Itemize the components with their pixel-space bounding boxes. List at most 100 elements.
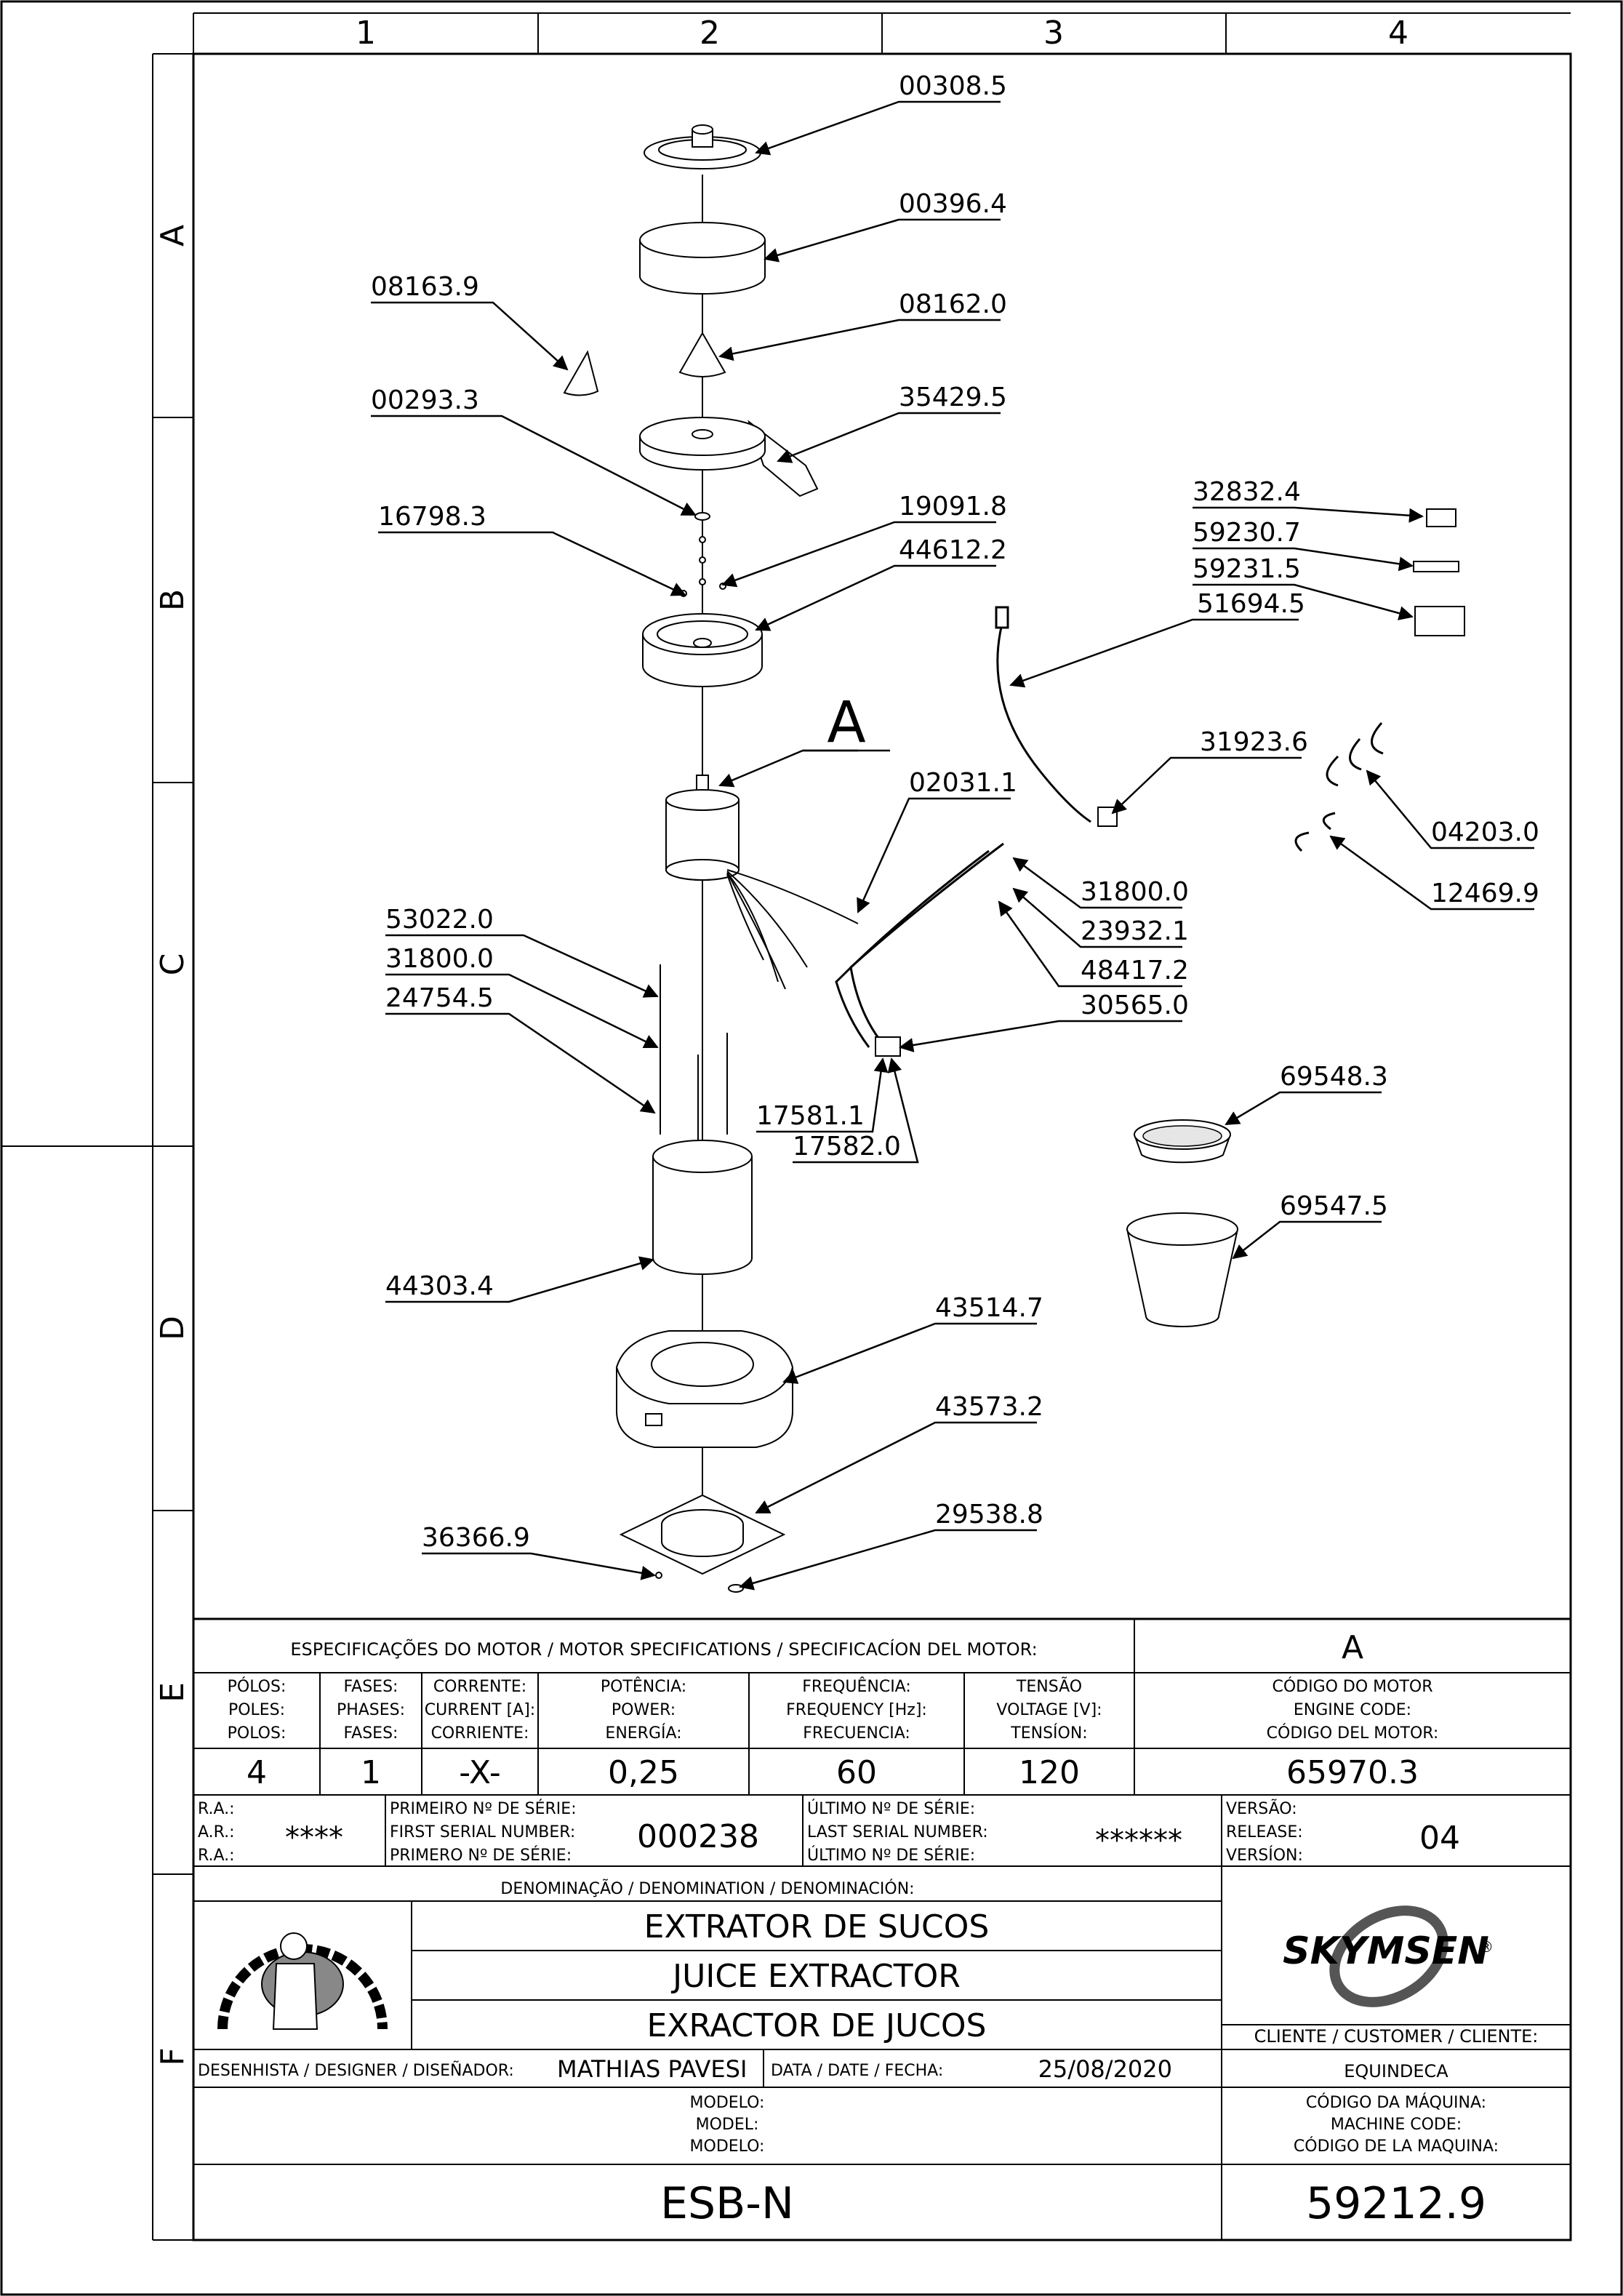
label-part-1 xyxy=(1426,508,1456,527)
model-label-es: MODELO: xyxy=(690,2137,765,2156)
leader-lines xyxy=(371,100,1534,1591)
part-label-14: 31923.6 xyxy=(1200,727,1308,757)
part-label-31: 43573.2 xyxy=(935,1392,1043,1422)
power-cord-part xyxy=(835,606,1091,1048)
poles-label-en: POLES: xyxy=(228,1701,285,1719)
ra-label-pt: R.A.: xyxy=(198,1800,235,1818)
part-label-5: 00293.3 xyxy=(371,385,479,415)
part-label-8: 19091.8 xyxy=(899,492,1007,521)
first-serial-label-en: FIRST SERIAL NUMBER: xyxy=(390,1823,575,1841)
voltage-label-es: TENSÍON: xyxy=(1010,1724,1087,1743)
current-value: -X- xyxy=(459,1754,501,1791)
product-name-es: EXRACTOR DE JUCOS xyxy=(647,2007,987,2044)
date-value: 25/08/2020 xyxy=(1038,2055,1172,2083)
date-label: DATA / DATE / FECHA: xyxy=(771,2062,943,2080)
part-label-17: 02031.1 xyxy=(909,768,1017,798)
part-label-21: 30565.0 xyxy=(1081,991,1189,1020)
current-label-en: CURRENT [A]: xyxy=(425,1701,535,1719)
grid-row-e: E xyxy=(154,1682,191,1703)
ra-value: **** xyxy=(285,1821,343,1855)
part-label-10: 32832.4 xyxy=(1193,477,1301,507)
last-serial-value: ****** xyxy=(1095,1824,1182,1857)
part-label-15: 04203.0 xyxy=(1431,817,1539,847)
grid-row-d: D xyxy=(154,1316,191,1340)
motor-spec-text: ESPECIFICAÇÕES DO MOTOR / MOTOR SPECIFIC… xyxy=(228,1629,1439,1791)
machine-code-value: 59212.9 xyxy=(1306,2178,1486,2229)
machine-code-label-pt: CÓDIGO DA MÁQUINA: xyxy=(1306,2093,1486,2112)
power-label-es: ENERGÍA: xyxy=(605,1724,681,1743)
grid-col-1: 1 xyxy=(356,15,376,52)
clip-set-large xyxy=(1326,722,1384,787)
engine-code-label-pt: CÓDIGO DO MOTOR xyxy=(1272,1677,1432,1696)
grid-row-b: B xyxy=(154,589,191,611)
part-label-11: 59230.7 xyxy=(1193,518,1301,548)
customer-value: EQUINDECA xyxy=(1344,2061,1448,2081)
first-serial-value: 000238 xyxy=(637,1818,759,1855)
frequency-value: 60 xyxy=(836,1754,877,1791)
cord-grommet-part xyxy=(1097,807,1118,827)
part-label-2: 00396.4 xyxy=(899,189,1007,219)
brand-registered-mark: ® xyxy=(1479,1938,1494,1956)
part-label-7: 16798.3 xyxy=(378,502,486,532)
title-block: DENOMINAÇÃO / DENOMINATION / DENOMINACIÓ… xyxy=(193,1866,1571,2240)
part-label-29: 44303.4 xyxy=(385,1271,494,1301)
customer-label: CLIENTE / CUSTOMER / CLIENTE: xyxy=(1254,2026,1539,2047)
product-name-pt: EXTRATOR DE SUCOS xyxy=(644,1908,990,1945)
voltage-label-pt: TENSÃO xyxy=(1016,1676,1082,1696)
last-serial-label-pt: ÚLTIMO Nº DE SÉRIE: xyxy=(807,1799,975,1818)
motor-spec-table xyxy=(193,1617,1571,1796)
clip-set-small xyxy=(1294,812,1336,852)
last-serial-label-en: LAST SERIAL NUMBER: xyxy=(807,1823,988,1841)
version-label-es: VERSÍON: xyxy=(1226,1846,1303,1865)
current-label-pt: CORRENTE: xyxy=(433,1678,526,1696)
voltage-label-en: VOLTAGE [V]: xyxy=(996,1701,1102,1719)
engine-code-label-en: ENGINE CODE: xyxy=(1294,1701,1411,1719)
cup-ring-part xyxy=(639,222,766,295)
lid-part xyxy=(644,124,761,169)
version-label-pt: VERSÃO: xyxy=(1226,1799,1297,1818)
phases-label-es: FASES: xyxy=(344,1724,398,1743)
grid-col-2: 2 xyxy=(700,15,720,52)
product-name-en: JUICE EXTRACTOR xyxy=(670,1958,961,1995)
grid-row-f: F xyxy=(154,2047,191,2065)
label-part-3 xyxy=(1414,606,1465,636)
last-serial-label-es: ÚLTIMO Nº DE SÉRIE: xyxy=(807,1846,975,1865)
wire-rods xyxy=(660,964,728,1142)
ra-label-es: R.A.: xyxy=(198,1847,235,1865)
poles-label-es: POLOS: xyxy=(228,1724,286,1743)
phases-label-en: PHASES: xyxy=(337,1701,405,1719)
base-bottom-part xyxy=(619,1494,786,1575)
serial-row: R.A.: A.R.: R.A.: PRIMEIRO Nº DE SÉRIE: … xyxy=(193,1795,1571,1867)
poles-label-pt: PÓLOS: xyxy=(228,1677,286,1696)
part-label-23: 31800.0 xyxy=(385,944,494,974)
power-label-en: POWER: xyxy=(612,1701,676,1719)
grid-column-labels: 1 2 3 4 xyxy=(356,15,1408,52)
part-label-13: 51694.5 xyxy=(1197,589,1305,619)
part-label-27: 69548.3 xyxy=(1280,1062,1388,1092)
phases-label-pt: FASES: xyxy=(344,1678,398,1696)
motor-spec-heading: ESPECIFICAÇÕES DO MOTOR / MOTOR SPECIFIC… xyxy=(290,1638,1037,1660)
current-label-es: CORRIENTE: xyxy=(431,1724,529,1743)
power-label-pt: POTÊNCIA: xyxy=(601,1677,686,1696)
grid-row-labels: A B C D E F xyxy=(154,225,191,2066)
engine-code-value: 65970.3 xyxy=(1286,1754,1419,1791)
grid-col-4: 4 xyxy=(1388,15,1408,52)
part-label-16: 12469.9 xyxy=(1431,879,1539,908)
brand-name: SKYMSEN xyxy=(1283,1929,1489,1973)
part-label-25: 17581.1 xyxy=(756,1101,865,1131)
frequency-label-en: FREQUENCY [Hz]: xyxy=(786,1701,927,1719)
motor-wires xyxy=(726,869,859,990)
authorized-service-seal-icon xyxy=(217,1932,388,2030)
ra-label-en: A.R.: xyxy=(198,1823,235,1841)
part-label-26: 17582.0 xyxy=(793,1132,901,1161)
part-label-9: 44612.2 xyxy=(899,535,1007,565)
power-value: 0,25 xyxy=(608,1754,679,1791)
washer-part xyxy=(694,512,710,521)
part-label-19: 23932.1 xyxy=(1081,916,1189,946)
base-top-part xyxy=(615,1330,794,1448)
machine-code-label-en: MACHINE CODE: xyxy=(1331,2116,1462,2134)
part-label-12: 59231.5 xyxy=(1193,554,1301,584)
part-label-4: 08162.0 xyxy=(899,289,1007,319)
part-label-22: 53022.0 xyxy=(385,905,494,935)
